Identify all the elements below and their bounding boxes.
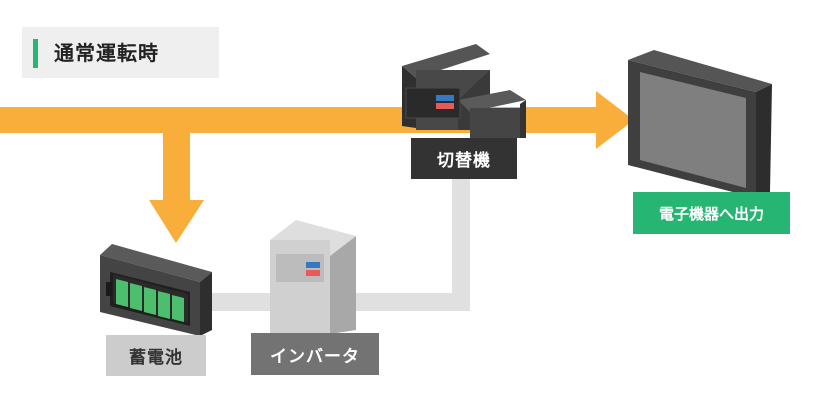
output-arrowhead xyxy=(596,91,634,149)
monitor-device xyxy=(628,50,772,198)
charge-flow xyxy=(149,120,204,243)
switch-label: 切替機 xyxy=(411,138,517,179)
inverter-device xyxy=(270,220,356,334)
mode-accent-bar xyxy=(33,39,38,68)
inverter-label: インバータ xyxy=(251,333,379,375)
main-power-flow xyxy=(0,91,634,149)
output-label: 電子機器へ出力 xyxy=(633,192,790,234)
switch-device xyxy=(402,44,526,138)
battery-label: 蓄電池 xyxy=(106,335,206,376)
battery-device xyxy=(100,244,212,336)
backup-path xyxy=(200,175,470,311)
mode-title: 通常運転時 xyxy=(54,41,159,65)
operation-mode-tag: 通常運転時 xyxy=(22,27,219,78)
charge-arrowhead xyxy=(149,200,204,243)
